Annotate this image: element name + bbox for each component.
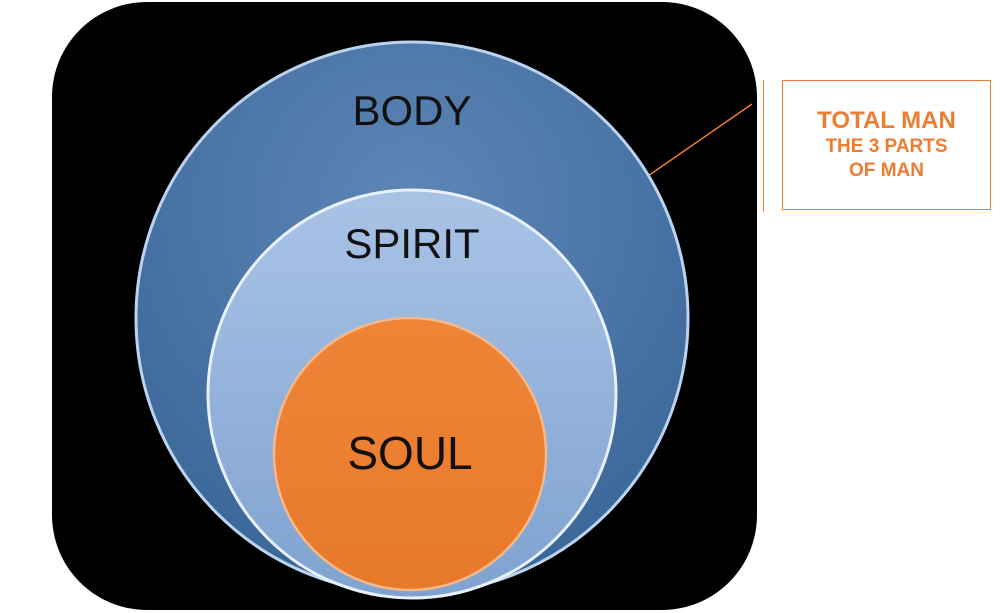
soul-label: SOUL	[347, 427, 472, 479]
callout-bracket-line	[763, 80, 764, 212]
callout-title: TOTAL MAN	[817, 107, 956, 134]
callout-subtitle: THE 3 PARTS OF MAN	[825, 136, 948, 181]
callout-box: TOTAL MAN THE 3 PARTS OF MAN	[782, 80, 991, 210]
callout-connector-line	[644, 103, 753, 179]
soul-circle[interactable]	[272, 316, 548, 592]
spirit-label: SPIRIT	[344, 220, 479, 267]
body-label: BODY	[352, 87, 471, 134]
